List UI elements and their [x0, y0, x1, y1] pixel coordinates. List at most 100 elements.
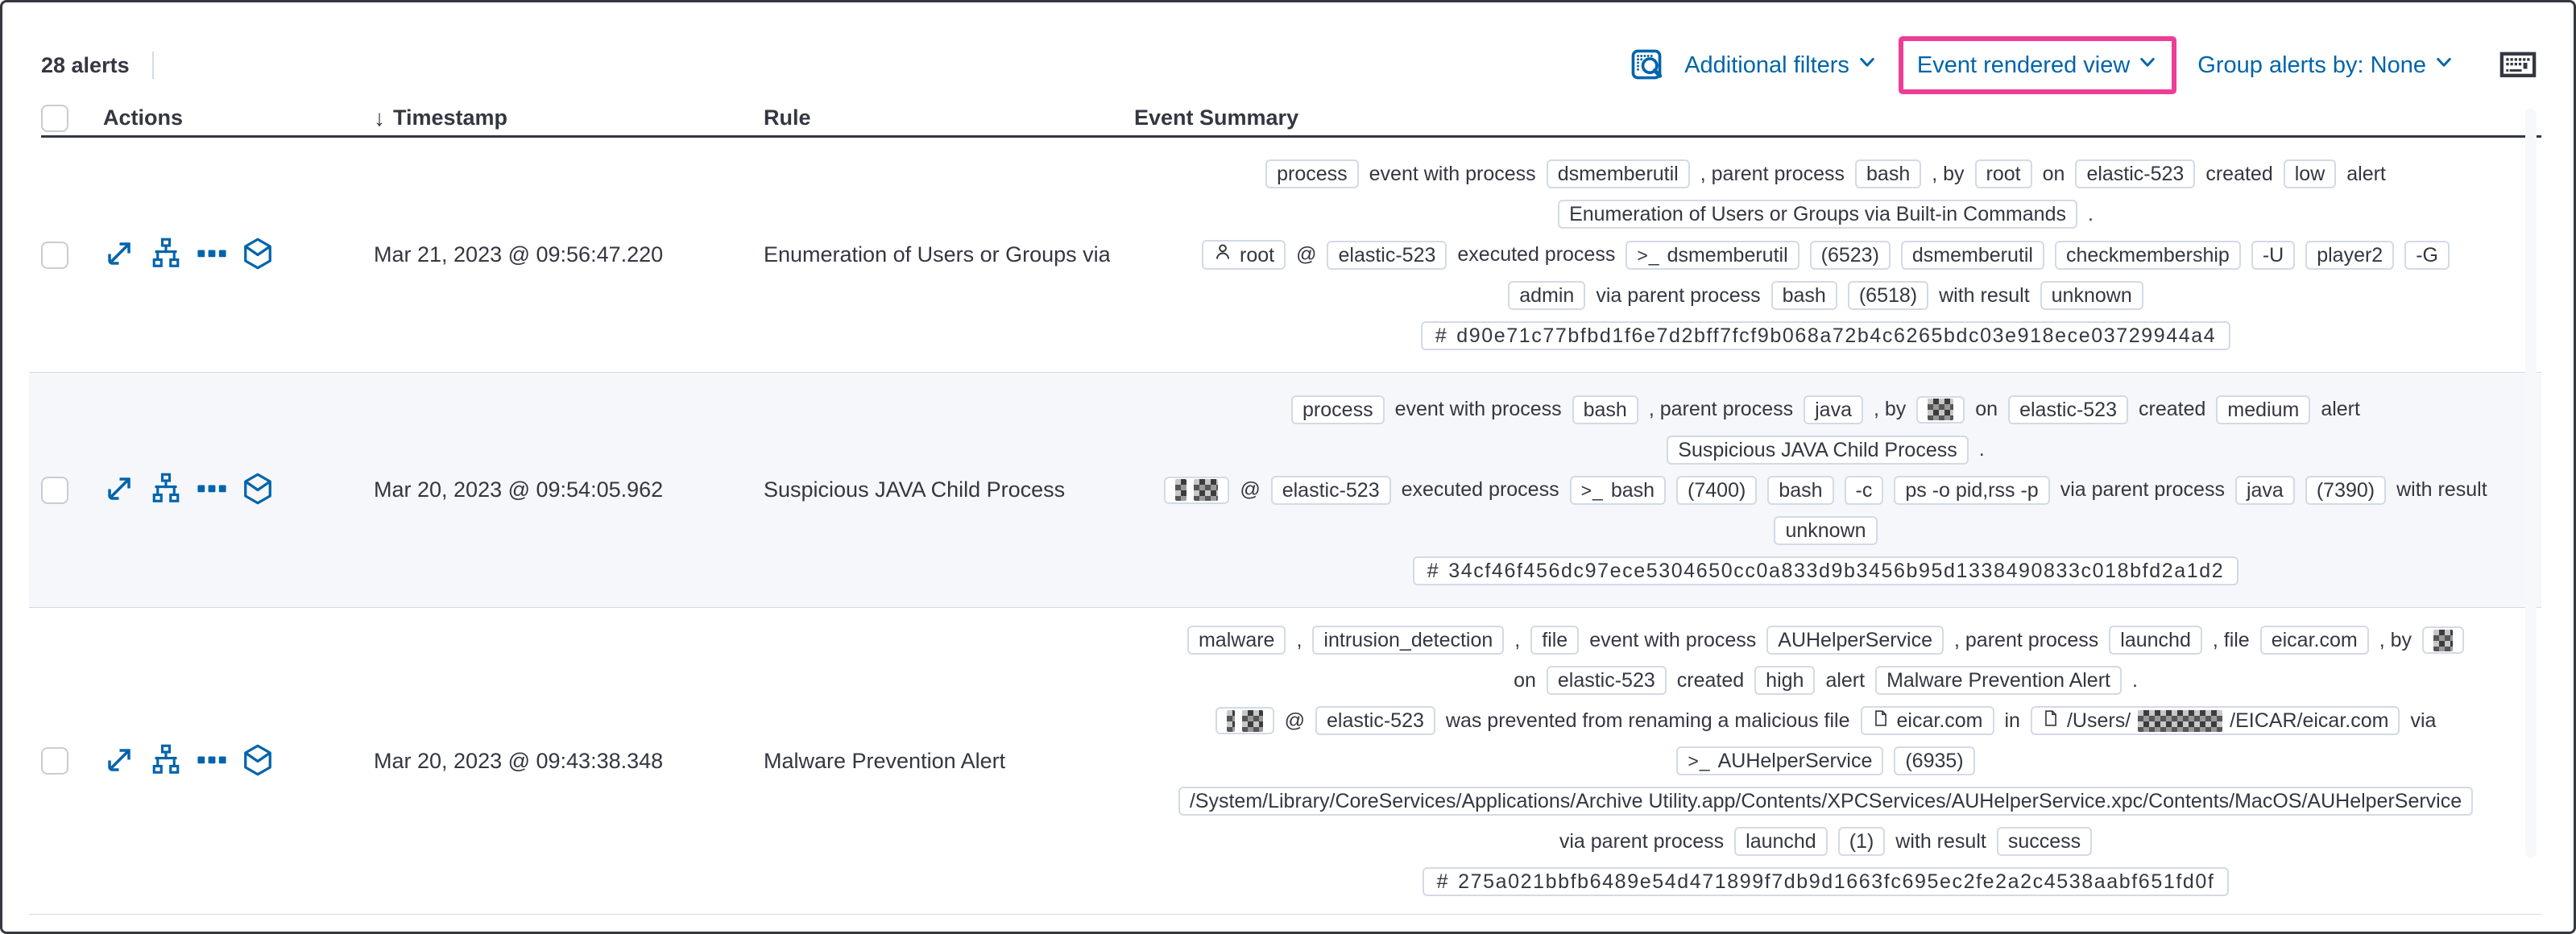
row-actions	[91, 744, 345, 779]
hash-icon: #	[1427, 559, 1440, 582]
value-badge[interactable]: Suspicious JAVA Child Process	[1667, 435, 1969, 465]
row-checkbox[interactable]	[41, 476, 68, 504]
expand-alert-button[interactable]	[103, 744, 135, 779]
value-badge[interactable]	[1916, 395, 1965, 424]
session-view-button[interactable]	[242, 238, 274, 272]
hash-badge[interactable]: #275a021bbfb6489e54d471899f7db9d1663fc69…	[1422, 867, 2230, 896]
value-badge[interactable]	[1215, 707, 1274, 734]
value-badge[interactable]: medium	[2216, 395, 2311, 424]
value-badge[interactable]: (1)	[1837, 827, 1886, 856]
value-badge[interactable]: (6935)	[1894, 746, 1975, 775]
vertical-scrollbar[interactable]	[2525, 109, 2537, 858]
alert-rule[interactable]: Enumeration of Users or Groups via Bui	[764, 242, 1110, 267]
value-badge[interactable]: root	[1202, 240, 1286, 270]
value-badge[interactable]: -c	[1844, 475, 1884, 505]
value-badge[interactable]: Enumeration of Users or Groups via Built…	[1558, 200, 2077, 229]
badge-text: java	[1815, 398, 1852, 421]
value-badge[interactable]: /System/Library/CoreServices/Application…	[1178, 787, 2474, 816]
value-badge[interactable]: elastic-523	[2008, 395, 2128, 424]
value-badge[interactable]: Malware Prevention Alert	[1875, 666, 2122, 695]
additional-filters-button[interactable]: Additional filters	[1684, 52, 1878, 79]
badge-text: bash	[1610, 478, 1655, 502]
value-badge[interactable]: file	[1530, 626, 1580, 655]
value-badge[interactable]: AUHelperService	[1766, 626, 1944, 655]
more-actions-button[interactable]	[197, 745, 227, 778]
value-badge[interactable]: (7390)	[2305, 475, 2387, 505]
analyzer-view-button[interactable]	[150, 744, 182, 779]
value-badge[interactable]	[2422, 626, 2464, 654]
expand-alert-button[interactable]	[103, 238, 135, 272]
value-badge[interactable]: java	[1804, 395, 1863, 424]
value-badge[interactable]: bash	[1572, 395, 1638, 424]
value-badge[interactable]: >_bash	[1569, 475, 1667, 505]
event-rendered-view-label: Event rendered view	[1916, 52, 2131, 78]
value-badge[interactable]	[1164, 476, 1230, 504]
boxes-horizontal-icon	[197, 473, 227, 506]
value-badge[interactable]: success	[1996, 827, 2093, 856]
value-badge[interactable]: root	[1974, 159, 2032, 188]
event-rendered-view-button[interactable]: Event rendered view	[1917, 52, 2158, 79]
hash-badge[interactable]: #34cf46f456dc97ece5304650cc0a833d9b3456b…	[1412, 556, 2239, 585]
value-badge[interactable]: (6518)	[1847, 281, 1929, 310]
value-badge[interactable]: process	[1291, 395, 1385, 424]
value-badge[interactable]: eicar.com	[2259, 626, 2369, 655]
value-badge[interactable]: admin	[1508, 281, 1586, 310]
badge-text: elastic-523	[2086, 163, 2185, 185]
chevron-down-icon	[1857, 52, 1878, 79]
value-badge[interactable]: elastic-523	[2075, 159, 2196, 188]
analyzer-view-button[interactable]	[150, 473, 182, 507]
more-actions-button[interactable]	[197, 238, 227, 271]
redacted-value	[1175, 479, 1187, 501]
column-header-timestamp[interactable]: ↓ Timestamp	[345, 105, 731, 131]
timestamp-header-label: Timestamp	[393, 105, 508, 130]
value-badge[interactable]: intrusion_detection	[1312, 626, 1505, 655]
more-actions-button[interactable]	[197, 473, 227, 506]
value-badge[interactable]: process	[1265, 159, 1359, 188]
boxes-horizontal-icon	[197, 238, 227, 271]
value-badge[interactable]: >_dsmemberutil	[1626, 240, 1799, 270]
value-badge[interactable]: elastic-523	[1315, 706, 1435, 735]
value-badge[interactable]: elastic-523	[1270, 475, 1391, 505]
value-badge[interactable]: java	[2234, 475, 2295, 505]
select-all-checkbox[interactable]	[41, 104, 68, 132]
column-header-rule[interactable]: Rule	[731, 105, 1110, 130]
value-badge[interactable]: launchd	[2109, 626, 2202, 655]
session-view-button[interactable]	[242, 744, 274, 779]
value-badge[interactable]: bash	[1767, 475, 1834, 505]
value-badge[interactable]: (6523)	[1809, 240, 1891, 270]
expand-alert-button[interactable]	[103, 473, 135, 507]
value-badge[interactable]: unknown	[1774, 515, 1878, 545]
value-badge[interactable]: (7400)	[1676, 475, 1758, 505]
hash-badge[interactable]: #d90e71c77bfbd1f6e7d2bff7fcf9b068a72b4c6…	[1420, 321, 2231, 350]
value-badge[interactable]: -G	[2404, 240, 2450, 270]
alert-rule[interactable]: Malware Prevention Alert	[764, 748, 1006, 773]
value-badge[interactable]: bash	[1855, 159, 1922, 188]
file-icon	[2042, 709, 2060, 733]
value-badge[interactable]: ps -o pid,rss -p	[1894, 475, 2050, 505]
value-badge[interactable]: >_AUHelperService	[1676, 746, 1884, 775]
value-badge[interactable]: bash	[1770, 281, 1837, 310]
analyzer-view-button[interactable]	[150, 238, 182, 272]
value-badge[interactable]: unknown	[2040, 281, 2143, 310]
alert-rule[interactable]: Suspicious JAVA Child Process	[764, 477, 1066, 502]
value-badge[interactable]: elastic-523	[1327, 240, 1447, 270]
value-badge[interactable]: eicar.com	[1860, 706, 1994, 735]
value-badge[interactable]: malware	[1187, 626, 1286, 655]
value-badge[interactable]: dsmemberutil	[1900, 240, 2044, 270]
value-badge[interactable]: high	[1754, 666, 1816, 695]
inspect-button[interactable]	[1630, 48, 1663, 84]
value-badge[interactable]: launchd	[1734, 827, 1828, 856]
value-badge[interactable]: checkmembership	[2054, 240, 2241, 270]
group-alerts-by-button[interactable]: Group alerts by: None	[2197, 52, 2454, 79]
value-badge[interactable]: elastic-523	[1546, 666, 1667, 695]
value-badge[interactable]: player2	[2305, 240, 2395, 270]
value-badge[interactable]: dsmemberutil	[1546, 159, 1690, 188]
value-badge[interactable]: /Users//EICAR/eicar.com	[2030, 706, 2400, 735]
value-badge[interactable]: -U	[2251, 240, 2296, 270]
session-view-button[interactable]	[242, 473, 274, 507]
value-badge[interactable]: low	[2283, 159, 2337, 188]
row-checkbox[interactable]	[41, 747, 68, 775]
keyboard-shortcuts-button[interactable]	[2499, 46, 2537, 85]
row-checkbox[interactable]	[41, 241, 68, 269]
